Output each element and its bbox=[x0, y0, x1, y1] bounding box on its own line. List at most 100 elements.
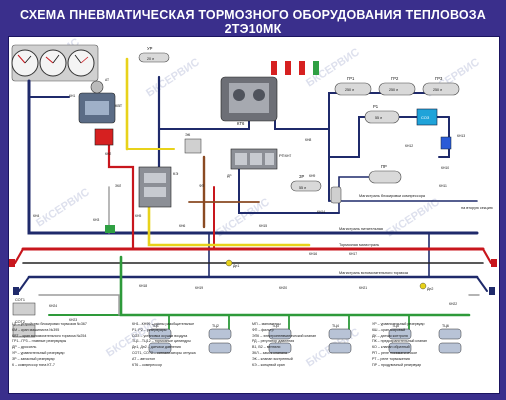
legend-item: СОЗ – установка осушки воздуха bbox=[132, 333, 188, 338]
valve-row-top bbox=[271, 61, 319, 75]
pressure-gauge-icon bbox=[67, 49, 95, 77]
legend-item: ЗР – запасный резервуар bbox=[12, 356, 55, 361]
brake-line bbox=[107, 135, 135, 251]
reservoir-capacity: 250 л bbox=[433, 88, 442, 92]
legend-column-4: УР – уравнительный резервуар КШ – кран ш… bbox=[372, 322, 427, 368]
crane-label: КН3 bbox=[93, 218, 99, 222]
crane-label: КН6 bbox=[179, 224, 185, 228]
crane-label: ФП bbox=[199, 184, 205, 188]
crane-label: КН11 bbox=[439, 184, 447, 188]
legend-item: ПК – предохранительный клапан bbox=[372, 339, 428, 344]
crane-label: ЗКЛ bbox=[115, 184, 121, 188]
valve-green-left bbox=[105, 225, 115, 233]
valve-blue-cluster bbox=[440, 136, 452, 150]
legend-item: КО – клапан обратный bbox=[372, 345, 410, 350]
crane-label: КН5 bbox=[135, 214, 141, 218]
feed-line bbox=[27, 79, 479, 235]
legend-column-2: КН1...КН99 – краны разобщительные Р1, Р2… bbox=[132, 322, 196, 368]
line-label: Магистраль питательная bbox=[339, 227, 383, 231]
line-label: на вторую секцию bbox=[461, 206, 493, 210]
legend-item: АТ – автостоп bbox=[132, 356, 156, 361]
brake-cylinder-row-top bbox=[148, 328, 462, 340]
brake-line bbox=[13, 247, 25, 265]
gray-line bbox=[38, 294, 120, 316]
legend-item: Р1, Р2 – резервуары bbox=[132, 327, 167, 332]
legend-item: ЭК – клапан экстренный bbox=[252, 356, 293, 361]
legend-item: РП – реле пневматическое bbox=[372, 350, 418, 355]
pipelines bbox=[13, 57, 493, 338]
cylinder-label: ТЦ5 bbox=[392, 324, 399, 328]
feed-line bbox=[438, 116, 450, 158]
crane-label: КН23 bbox=[69, 318, 77, 322]
reservoir-capacity: 250 л bbox=[345, 88, 354, 92]
legend-item: РД – регулятор давления bbox=[252, 339, 295, 344]
compressor: КТ6 bbox=[220, 76, 278, 126]
crane-label: КН7 bbox=[285, 154, 291, 158]
filter bbox=[330, 186, 342, 204]
yellow-line bbox=[147, 205, 311, 247]
legend-column-3: МП – манометры ФП – фильтр ЭПК – электро… bbox=[252, 322, 316, 368]
valve-red bbox=[94, 128, 114, 146]
crane-label: КН24 bbox=[49, 304, 57, 308]
legend-item: ФП – фильтр bbox=[252, 327, 274, 332]
cylinder-label: ТЦ6 bbox=[442, 324, 449, 328]
device-label: ЭК bbox=[185, 132, 191, 137]
crane-label: КН8 bbox=[305, 138, 311, 142]
legend-item: ЗКЛ – замок клапана bbox=[252, 350, 287, 355]
green-line bbox=[119, 255, 471, 317]
reservoir-capacity: 20 л bbox=[147, 57, 154, 61]
device-label: СОТ1 bbox=[15, 298, 25, 302]
watermark-text: БКСЕРВИС bbox=[144, 56, 202, 99]
legend-item: КШ – кран шаровый bbox=[372, 327, 406, 332]
cylinder-label: ТЦ3 bbox=[272, 324, 279, 328]
reservoir-label: ГР1 bbox=[347, 76, 355, 81]
crane-label: КН17 bbox=[349, 252, 357, 256]
legend-item: КВТ – кран вспомогательного тормоза №254 bbox=[12, 333, 87, 338]
brake-cylinder-row-bottom bbox=[148, 342, 462, 354]
reservoir-label: Р1 bbox=[373, 104, 379, 109]
air-distributor: КЭ bbox=[138, 166, 178, 208]
cylinder-label: ТЦ2 bbox=[212, 324, 219, 328]
relay-valve-bank: РП bbox=[230, 148, 285, 170]
main-reservoir-gr3: ГР3 250 л bbox=[422, 76, 460, 96]
reservoir-r1: Р1 55 л bbox=[364, 104, 400, 124]
reservoir-ur: УР 20 л bbox=[138, 46, 170, 63]
legend-item: УР – уравнительный резервуар bbox=[12, 350, 65, 355]
line-label: Магистраль вспомогательного тормоза bbox=[339, 271, 409, 275]
green-line bbox=[168, 314, 410, 338]
reservoir-label: ГР2 bbox=[391, 76, 399, 81]
compressor-label: КТ6 bbox=[237, 121, 245, 126]
reservoir-label: ЗР bbox=[299, 174, 305, 179]
legend-item: ДР – дроссель bbox=[12, 345, 37, 350]
reservoir-label: УР bbox=[147, 46, 153, 51]
cylinder-label: ТЦ4 bbox=[332, 324, 339, 328]
crane-label: КН18 bbox=[139, 284, 147, 288]
device-label: КЭ bbox=[173, 171, 178, 176]
crane-label: КН19 bbox=[195, 286, 203, 290]
air-dryer: СОЗ bbox=[416, 108, 438, 126]
legend-item: КН1...КН99 – краны разобщительные bbox=[132, 322, 195, 326]
crane-label: ДР bbox=[227, 174, 232, 178]
line-annotations: Магистраль питательная Тормозная магистр… bbox=[339, 194, 493, 275]
diagram-board: БКСЕРВИС БКСЕРВИС БКСЕРВИС БКСЕРВИС БКСЕ… bbox=[8, 36, 500, 394]
legend-item: ГР1...ГР3 – главные резервуары bbox=[12, 339, 67, 344]
reservoir-capacity: 55 л bbox=[299, 186, 306, 190]
gauge-panel bbox=[11, 44, 99, 82]
device-label: СОТ2 bbox=[15, 320, 25, 324]
legend-item: Дп1, Дп2 – датчики давления bbox=[132, 345, 181, 350]
legend-item: УР – уравнительный резервуар bbox=[372, 322, 425, 326]
legend-item: ПР – продувочный резервуар bbox=[372, 362, 422, 367]
legend-item: МП – манометры bbox=[252, 322, 281, 326]
legend-item: КМ – кран машиниста №395 bbox=[12, 327, 60, 332]
signal-device-sot1: СОТ1 bbox=[12, 298, 36, 316]
legend-item: РТ – реле торможения bbox=[372, 356, 410, 361]
main-reservoir-gr1: ГР1 250 л bbox=[334, 76, 372, 96]
line-label: Тормозная магистраль bbox=[339, 243, 379, 247]
brake-line bbox=[481, 247, 493, 265]
crane-label: КН20 bbox=[279, 286, 287, 290]
legend-item: СОТ1, СОТ2 – сигнализаторы отпуска bbox=[132, 350, 196, 355]
feed-line bbox=[18, 276, 30, 292]
valve-label: КВТ bbox=[115, 103, 123, 108]
crane-label: КН10 bbox=[441, 166, 449, 170]
cylinder-label: ТЦ1 bbox=[152, 324, 159, 328]
